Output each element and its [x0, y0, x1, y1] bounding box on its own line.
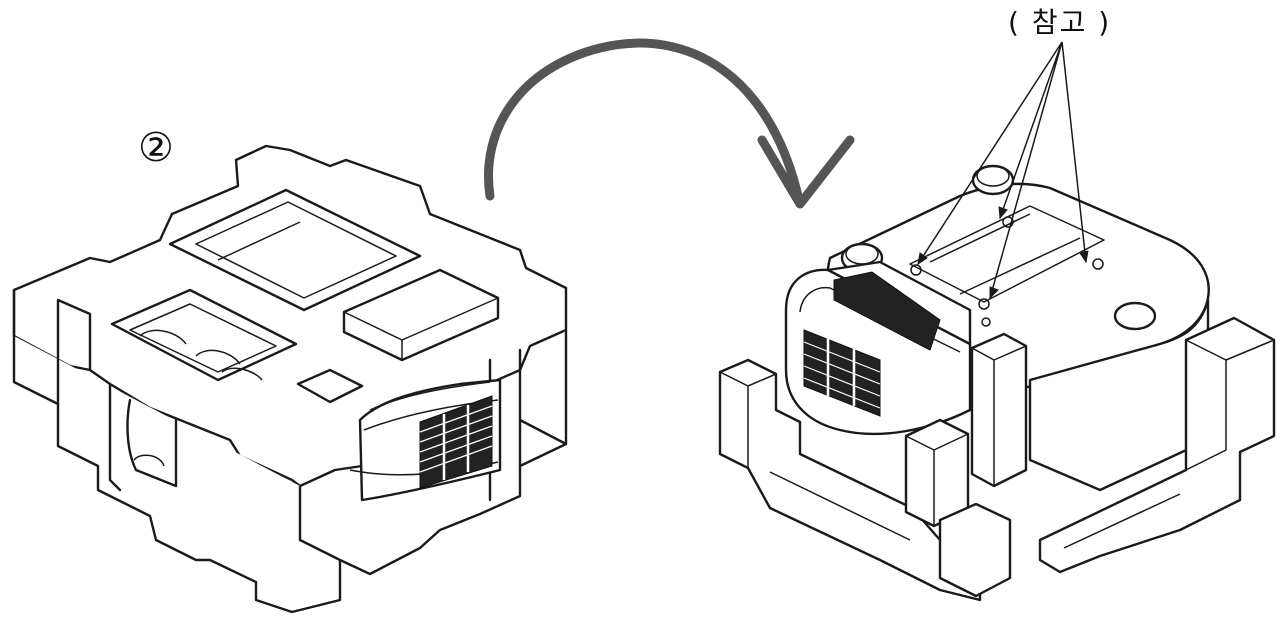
cushion-block-mid [970, 332, 1028, 488]
cushion-block-front-edge [905, 433, 969, 526]
filter-mesh [833, 271, 941, 351]
unit-left-wheel [133, 454, 165, 467]
unit-front-housing-edge [799, 286, 961, 353]
curved-arrow-icon [484, 38, 803, 201]
arrow-head [757, 135, 855, 209]
reference-label: ( 참고 ) [1008, 6, 1112, 39]
leader-arrowheads [917, 206, 1089, 300]
unit-side-body [1028, 298, 1210, 492]
cushion-bottom-block [938, 502, 1012, 598]
foot-right [1113, 301, 1157, 331]
screw-2 [1002, 216, 1014, 228]
cushion-right-edge [1063, 339, 1275, 549]
screw-5 [981, 317, 991, 327]
grille-left-unit [419, 395, 493, 489]
foam-notch-left [12, 288, 92, 406]
rotation-arrow [484, 38, 855, 209]
unit-left-detail [108, 382, 178, 492]
foam-small-square [296, 368, 364, 404]
foam-bar-block [342, 268, 500, 362]
rating-label-area [909, 205, 1105, 303]
screw-4 [1092, 258, 1104, 270]
cushion-block-front [904, 418, 970, 528]
foam-recess-left-inner [129, 303, 277, 373]
cushion-block-mid-edge [971, 345, 1027, 486]
cushion-left-edge [719, 371, 911, 541]
foam-recess-top [168, 188, 422, 312]
foam-recess-left-parts [139, 329, 263, 381]
step-number-label: ② [138, 125, 174, 171]
foam-recess-top-inner [195, 201, 397, 299]
grille-right-unit [803, 329, 881, 417]
leader-arrow-icon [917, 41, 1087, 299]
knob-top-ring [976, 165, 1010, 187]
foam-packed-unit [12, 144, 568, 614]
foam-bar-block-edge [343, 297, 499, 360]
screw-1 [910, 264, 922, 276]
unit-bottom-view [718, 164, 1276, 602]
screw-3 [978, 298, 990, 310]
reference-leaders [917, 41, 1089, 300]
